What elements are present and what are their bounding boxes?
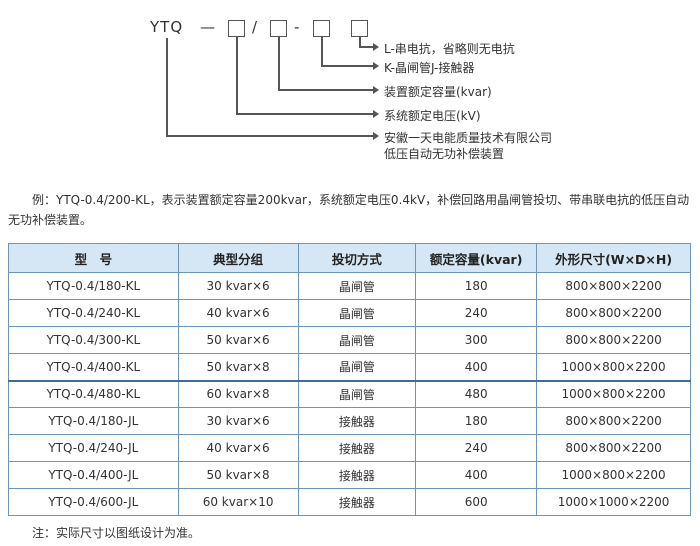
cell-capacity: 480 [415,379,538,408]
cell-model: YTQ-0.4/300-KL [8,326,179,354]
cell-dimensions: 800×800×2200 [536,272,691,300]
cell-switching: 晶闸管 [297,299,417,327]
cell-capacity: 180 [415,407,538,435]
cell-dimensions: 800×800×2200 [536,299,691,327]
product-description: 低压自动无功补偿装置 [384,147,505,161]
cell-grouping: 50 kvar×8 [177,461,299,489]
cell-dimensions: 1000×800×2200 [536,379,691,408]
table-row: YTQ-0.4/180-KL 30 kvar×6 晶闸管 180 800×800… [8,272,691,300]
cell-switching: 晶闸管 [297,326,417,354]
model-dash: — [200,18,216,36]
cell-capacity: 400 [415,353,538,381]
cell-dimensions: 800×800×2200 [536,326,691,354]
cell-capacity: 400 [415,461,538,489]
cell-capacity: 180 [415,272,538,300]
reactor-description: L-串电抗，省略则无电抗 [384,42,515,56]
table-header-row: 型 号 典型分组 投切方式 额定容量(kvar) 外形尺寸(W×D×H) [8,243,691,273]
table-row: YTQ-0.4/240-JL 40 kvar×6 接触器 240 800×800… [8,434,691,462]
capacity-description: 装置额定容量(kvar) [384,85,492,99]
cell-dimensions: 1000×1000×2200 [536,488,691,516]
cell-switching: 接触器 [297,488,417,516]
cell-grouping: 40 kvar×6 [177,299,299,327]
cell-model: YTQ-0.4/240-KL [8,299,179,327]
cell-dimensions: 1000×800×2200 [536,461,691,489]
cell-model: YTQ-0.4/240-JL [8,434,179,462]
example-text: 例：YTQ-0.4/200-KL，表示装置额定容量200kvar，系统额定电压0… [8,193,690,227]
model-code-diagram: YTQ — / - L-串电抗，省略则无电抗 K-晶闸管J-接触器 装置额定容量… [0,0,700,170]
cell-switching: 接触器 [297,407,417,435]
table-row: YTQ-0.4/480-KL 60 kvar×8 晶闸管 480 1000×80… [8,379,691,408]
header-switching: 投切方式 [297,243,417,273]
reactor-box [351,20,368,37]
cell-switching: 晶闸管 [297,379,417,408]
cell-grouping: 60 kvar×8 [177,379,299,408]
capacity-box [270,20,287,37]
model-slash: / [252,18,259,36]
cell-model: YTQ-0.4/600-JL [8,488,179,516]
cell-model: YTQ-0.4/400-JL [8,461,179,489]
voltage-box [228,20,245,37]
cell-grouping: 40 kvar×6 [177,434,299,462]
cell-model: YTQ-0.4/480-KL [8,379,179,408]
cell-grouping: 30 kvar×6 [177,407,299,435]
model-prefix: YTQ [150,18,184,36]
header-grouping: 典型分组 [177,243,299,273]
cell-dimensions: 800×800×2200 [536,434,691,462]
cell-switching: 接触器 [297,461,417,489]
table-row: YTQ-0.4/400-JL 50 kvar×8 接触器 400 1000×80… [8,461,691,489]
switching-description: K-晶闸管J-接触器 [384,61,475,75]
cell-grouping: 30 kvar×6 [177,272,299,300]
header-dimensions: 外形尺寸(W×D×H) [536,243,691,273]
table-row: YTQ-0.4/300-KL 50 kvar×6 晶闸管 300 800×800… [8,326,691,354]
cell-grouping: 50 kvar×6 [177,326,299,354]
cell-capacity: 300 [415,326,538,354]
cell-dimensions: 800×800×2200 [536,407,691,435]
table-row: YTQ-0.4/240-KL 40 kvar×6 晶闸管 240 800×800… [8,299,691,327]
cell-capacity: 240 [415,299,538,327]
cell-model: YTQ-0.4/180-KL [8,272,179,300]
header-capacity: 额定容量(kvar) [415,243,538,273]
cell-model: YTQ-0.4/400-KL [8,353,179,381]
cell-capacity: 600 [415,488,538,516]
voltage-description: 系统额定电压(kV) [384,109,481,123]
cell-switching: 接触器 [297,434,417,462]
switching-box [313,20,330,37]
model-dash-2: - [294,18,301,36]
table-row: YTQ-0.4/600-JL 60 kvar×10 接触器 600 1000×1… [8,488,691,516]
cell-capacity: 240 [415,434,538,462]
cell-dimensions: 1000×800×2200 [536,353,691,381]
table-row: YTQ-0.4/180-JL 30 kvar×6 接触器 180 800×800… [8,407,691,435]
table-row: YTQ-0.4/400-KL 50 kvar×8 晶闸管 400 1000×80… [8,353,691,381]
cell-switching: 晶闸管 [297,272,417,300]
header-model: 型 号 [8,243,179,273]
cell-switching: 晶闸管 [297,353,417,381]
company-description: 安徽一天电能质量技术有限公司 [384,131,553,145]
cell-model: YTQ-0.4/180-JL [8,407,179,435]
cell-grouping: 50 kvar×8 [177,353,299,381]
cell-grouping: 60 kvar×10 [177,488,299,516]
spec-table: 型 号 典型分组 投切方式 额定容量(kvar) 外形尺寸(W×D×H) YTQ… [8,243,691,516]
footnote: 注：实际尺寸以图纸设计为准。 [32,526,201,540]
